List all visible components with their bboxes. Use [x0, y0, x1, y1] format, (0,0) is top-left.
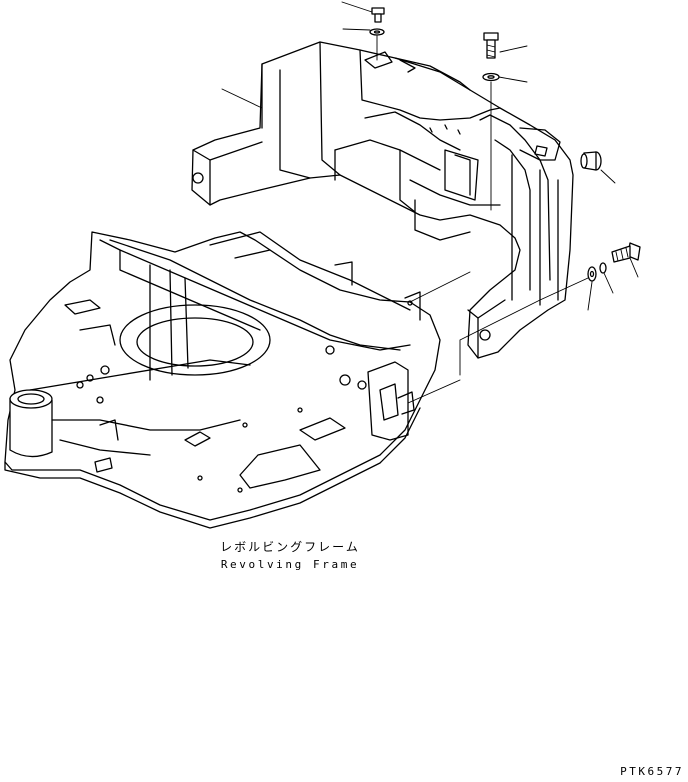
revolving-frame [4, 231, 441, 529]
bolt-upper-right [483, 32, 499, 59]
caption-english: Revolving Frame [220, 558, 360, 571]
bolt-side-centerline [459, 277, 589, 376]
drawing-code: PTK6577 [620, 765, 684, 778]
leader-lines [221, 1, 639, 404]
counterweight [191, 41, 574, 359]
bolt-side [611, 242, 641, 263]
washer-side [587, 262, 607, 282]
bolt-top [371, 7, 385, 23]
washer-upper-right [482, 72, 500, 82]
cap-right [580, 151, 602, 171]
caption-japanese: レボルビングフレーム [220, 540, 360, 554]
washer-top [369, 28, 385, 36]
